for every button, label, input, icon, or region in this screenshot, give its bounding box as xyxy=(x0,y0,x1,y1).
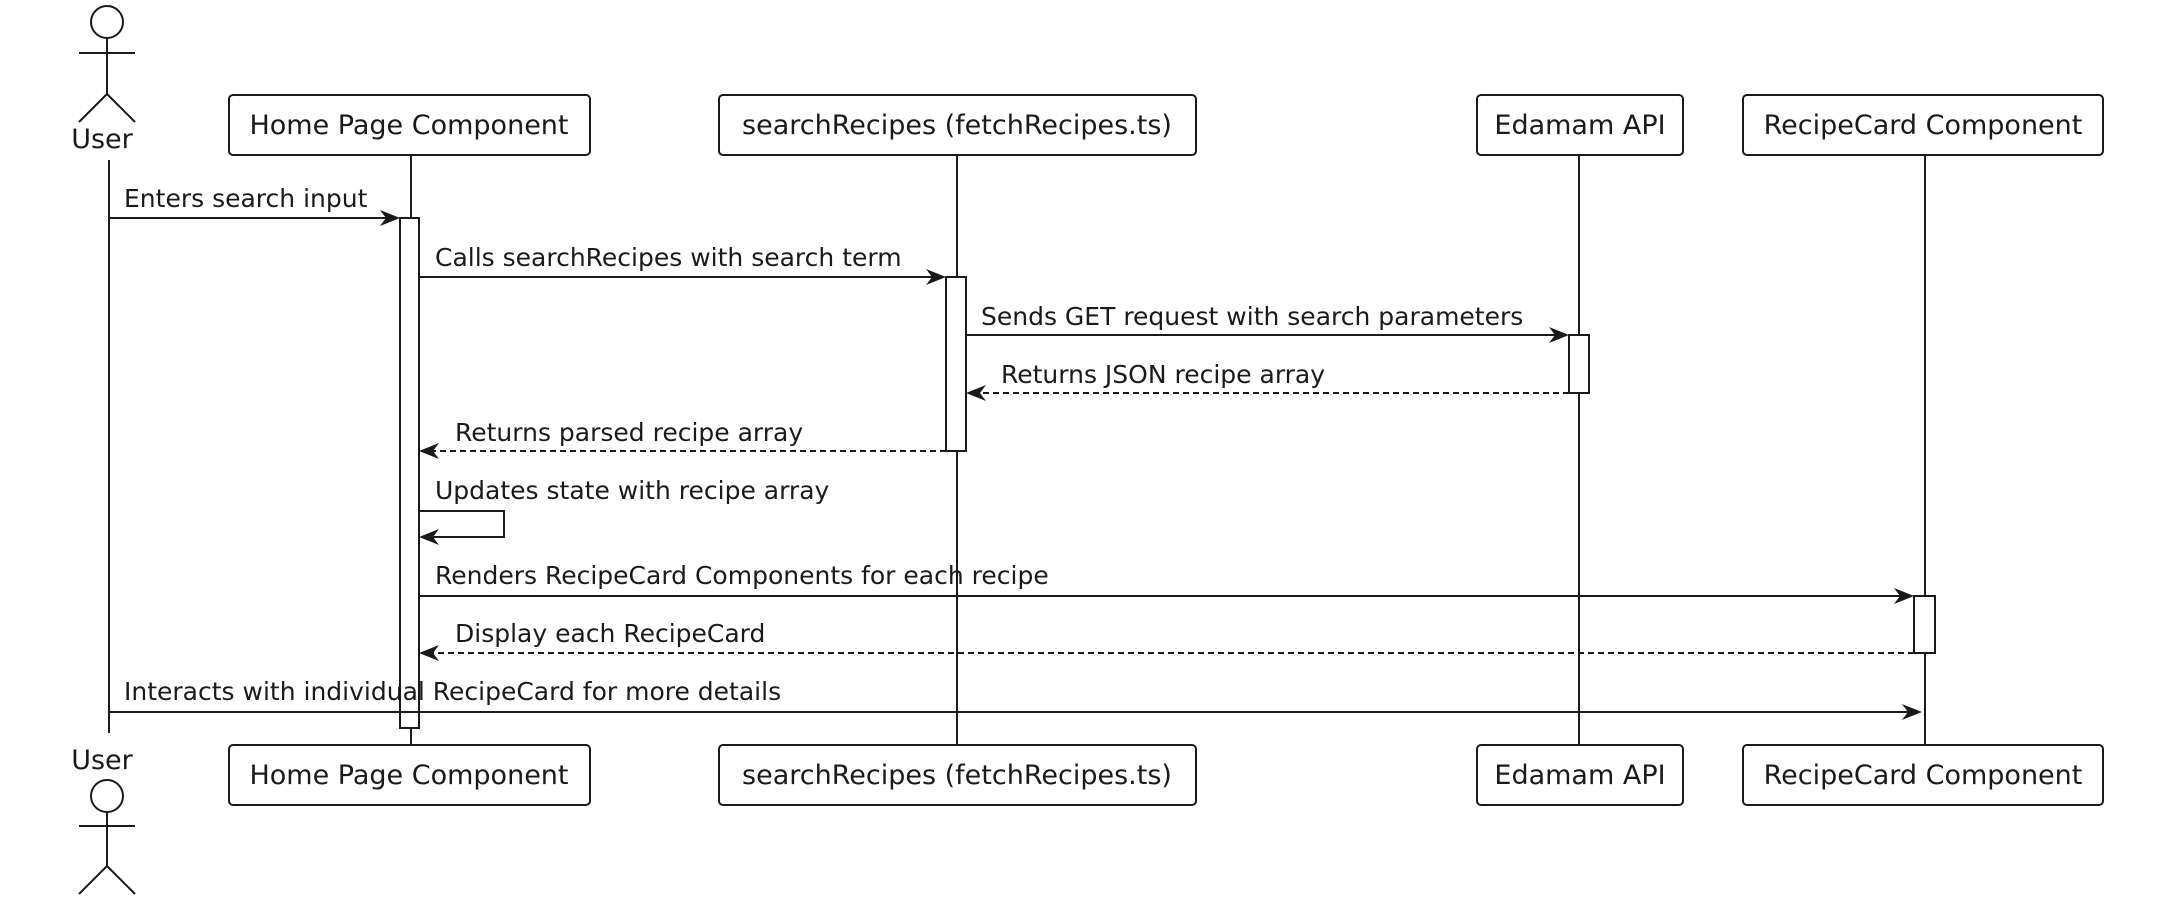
message-label-2: Calls searchRecipes with search term xyxy=(435,243,902,272)
participant-label-home-top: Home Page Component xyxy=(249,110,568,141)
actor-user-bottom-icon xyxy=(78,779,136,895)
message-returns-parsed xyxy=(419,443,946,459)
message-interacts-recipecard xyxy=(109,704,1922,720)
actor-user-bottom-label: User xyxy=(71,745,133,776)
participant-label-search-bottom: searchRecipes (fetchRecipes.ts) xyxy=(742,760,1172,791)
message-returns-json xyxy=(966,385,1569,401)
participant-box-edamam-bottom xyxy=(1476,744,1684,806)
message-label-5: Returns parsed recipe array xyxy=(455,418,803,447)
activation-home xyxy=(399,217,420,729)
participant-label-edamam-bottom: Edamam API xyxy=(1494,760,1665,791)
participant-box-card-bottom xyxy=(1742,744,2104,806)
participant-box-search-top xyxy=(718,94,1197,156)
actor-user-top-label: User xyxy=(71,124,133,155)
message-label-6: Updates state with recipe array xyxy=(435,476,830,505)
message-display-recipecard xyxy=(419,645,1914,661)
message-label-7: Renders RecipeCard Components for each r… xyxy=(435,561,1049,590)
message-calls-searchrecipes xyxy=(419,269,946,285)
participant-label-card-bottom: RecipeCard Component xyxy=(1764,760,2083,791)
message-updates-state xyxy=(419,510,505,545)
message-label-3: Sends GET request with search parameters xyxy=(981,302,1523,331)
activation-edamam xyxy=(1568,334,1590,394)
participant-label-edamam-top: Edamam API xyxy=(1494,110,1665,141)
message-label-1: Enters search input xyxy=(124,184,368,213)
participant-box-home-top xyxy=(228,94,591,156)
participant-label-card-top: RecipeCard Component xyxy=(1764,110,2083,141)
participant-box-home-bottom xyxy=(228,744,591,806)
participant-box-search-bottom xyxy=(718,744,1197,806)
activation-search xyxy=(945,276,967,452)
actor-user-top-icon xyxy=(78,5,136,123)
participant-label-search-top: searchRecipes (fetchRecipes.ts) xyxy=(742,110,1172,141)
message-label-9: Interacts with individual RecipeCard for… xyxy=(124,677,781,706)
participant-box-card-top xyxy=(1742,94,2104,156)
message-label-4: Returns JSON recipe array xyxy=(1001,360,1325,389)
participant-label-home-bottom: Home Page Component xyxy=(249,760,568,791)
message-sends-get-request xyxy=(966,327,1569,343)
message-enters-search-input xyxy=(109,210,400,226)
participant-box-edamam-top xyxy=(1476,94,1684,156)
message-renders-recipecard xyxy=(419,588,1914,604)
message-label-8: Display each RecipeCard xyxy=(455,619,765,648)
activation-card xyxy=(1913,595,1936,654)
